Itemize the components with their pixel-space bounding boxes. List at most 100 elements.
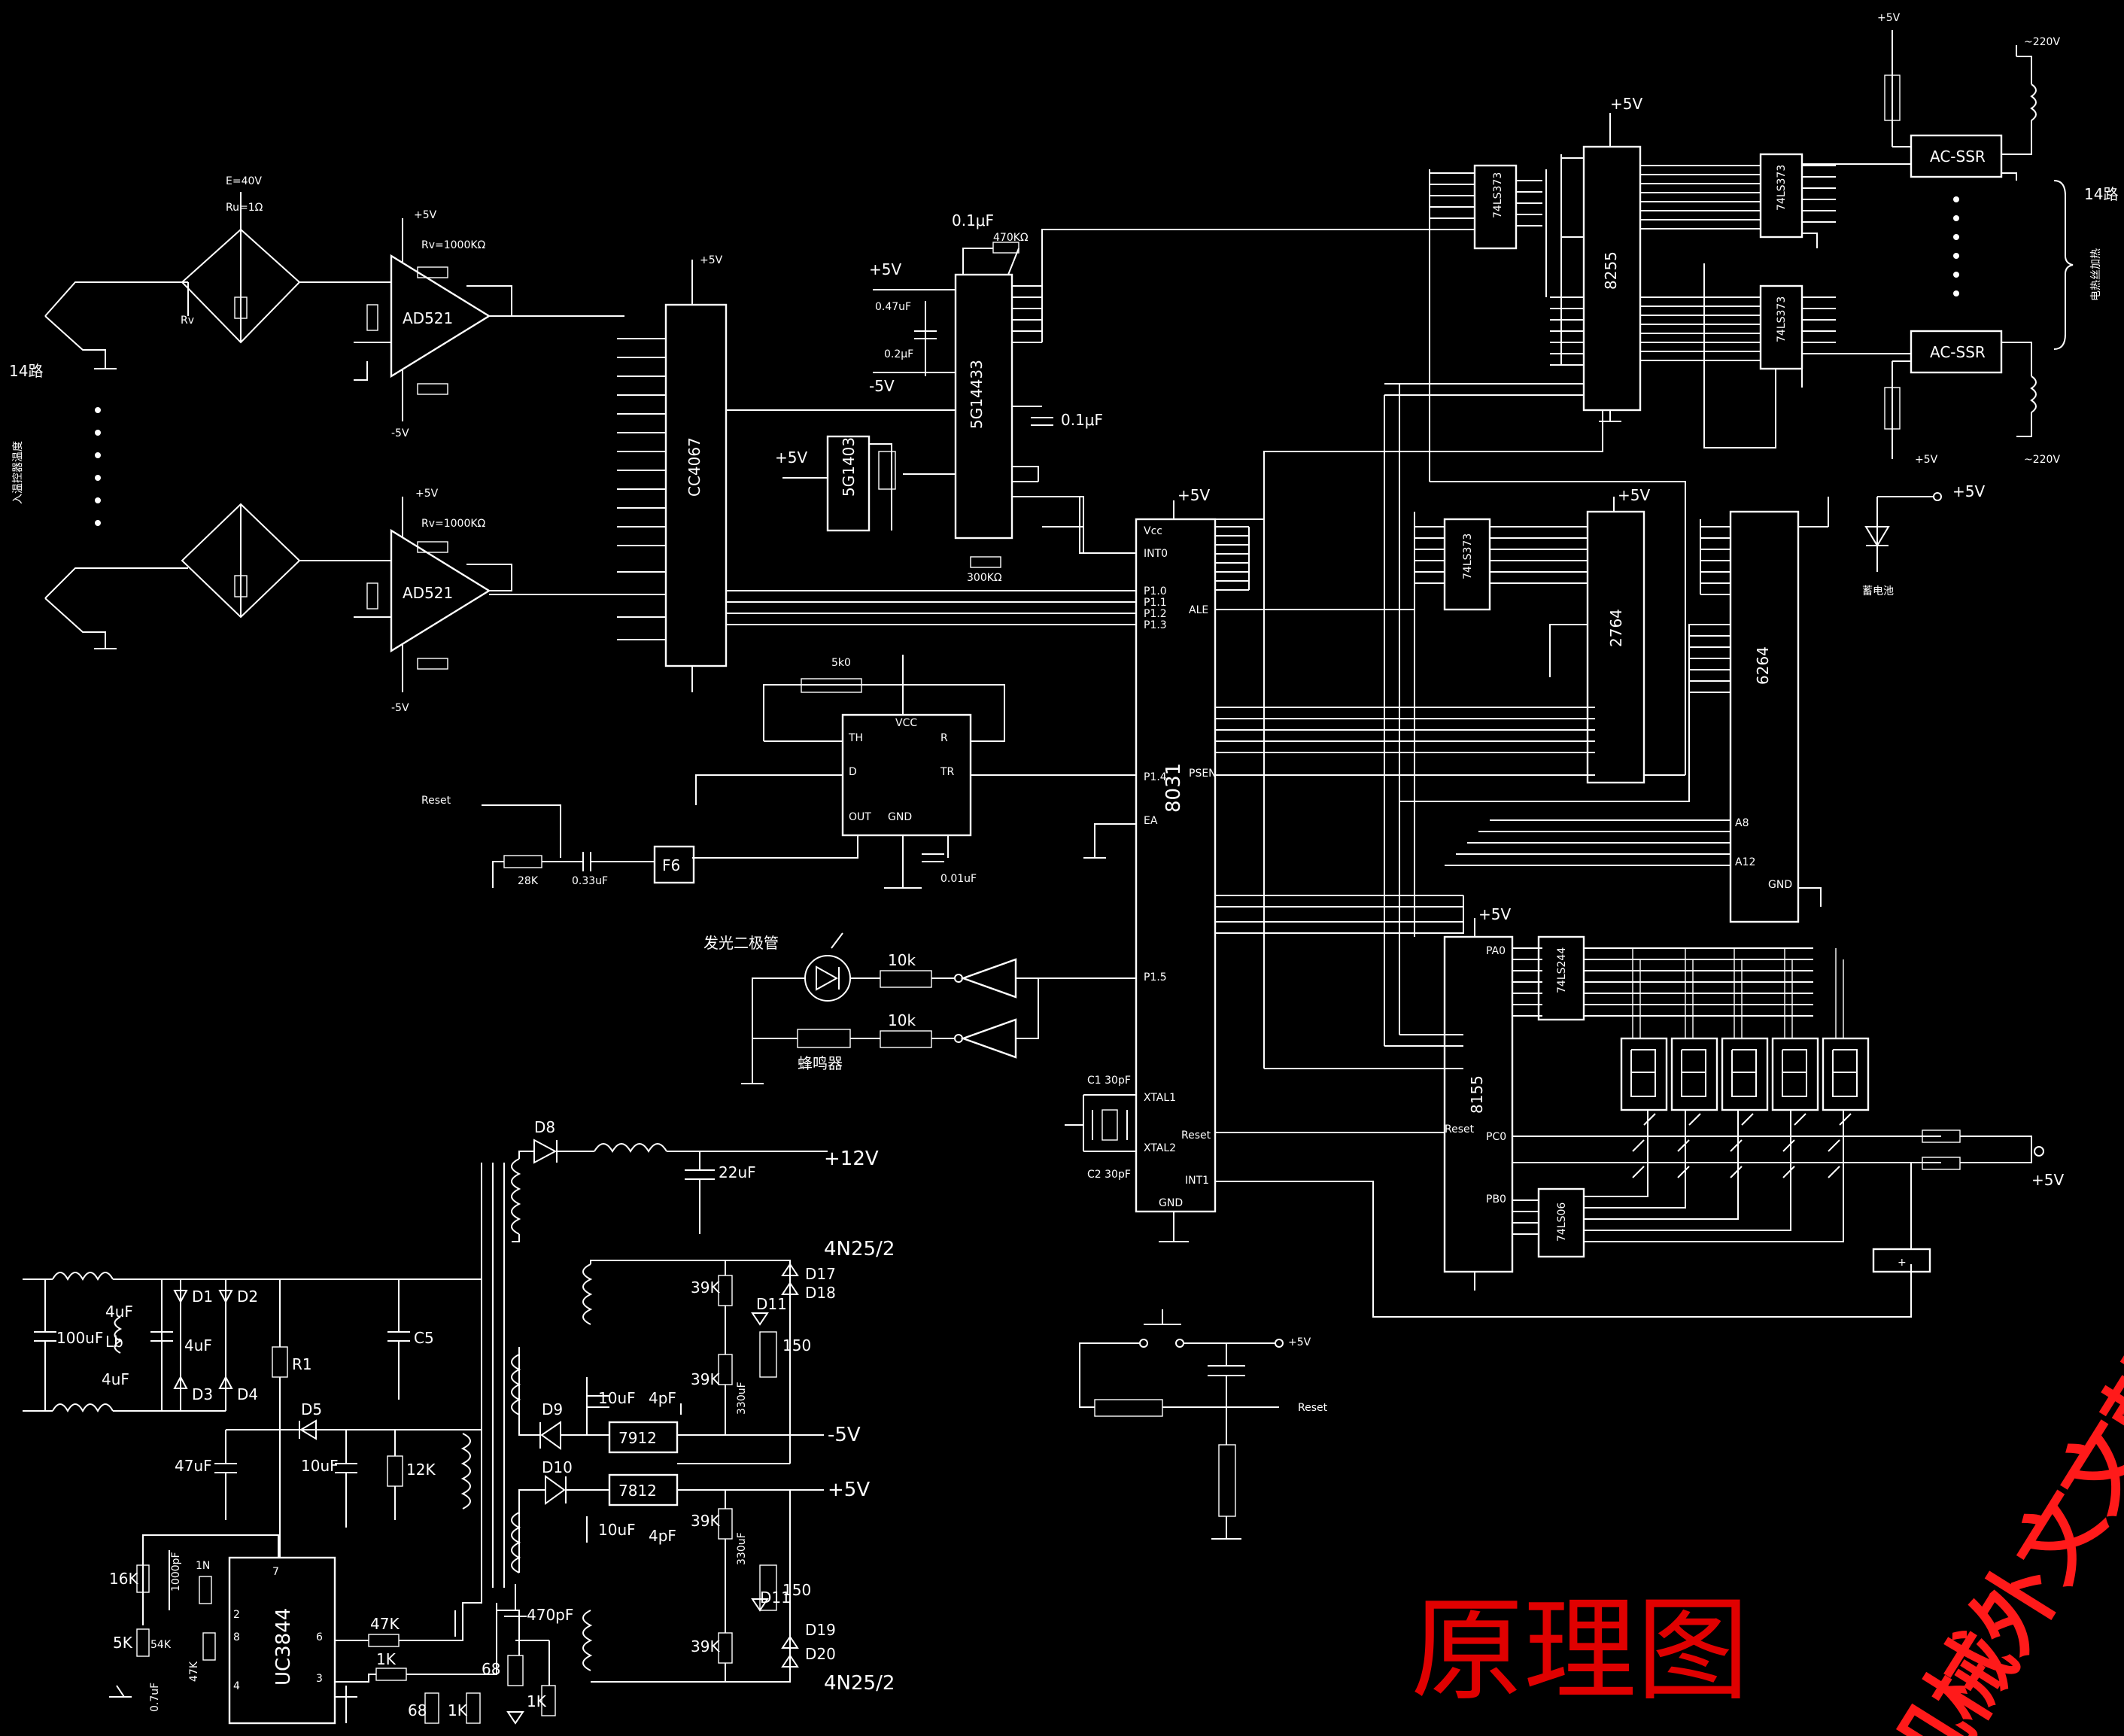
- ad521-amp-1: AD521 +5V Rv=1000KΩ -5V: [354, 209, 624, 439]
- switch-vcc: +5V: [1288, 1336, 1311, 1348]
- sram-gnd-pin: GND: [1768, 879, 1792, 891]
- c4a-label: 4pF: [649, 1389, 676, 1407]
- ppi-vcc: +5V: [1610, 95, 1642, 113]
- plus5-label: +5V: [828, 1479, 870, 1501]
- uc3844-pin-2: 2: [233, 1609, 240, 1621]
- r39d-label: 39K: [691, 1637, 720, 1655]
- mcu-ea: EA: [1144, 815, 1158, 827]
- channel-dots-left: [95, 407, 101, 526]
- ad521a-vee: -5V: [391, 427, 409, 439]
- channel-dots-right: [1953, 196, 1959, 296]
- r47k-label: 47K: [188, 1661, 200, 1682]
- ls373b-label: 74LS373: [1776, 165, 1788, 211]
- ssr1-ac: ~220V: [2024, 36, 2060, 48]
- ssr2-vcc: +5V: [1915, 454, 1938, 466]
- r54k-label: 54K: [150, 1639, 172, 1651]
- ssr2-ac: ~220V: [2024, 454, 2060, 466]
- d11b-label: D11: [760, 1589, 791, 1607]
- r39b-label: 39K: [691, 1370, 720, 1388]
- c02-label: 0.2μF: [884, 348, 913, 360]
- latch-373-c: 74LS373: [1703, 263, 1911, 448]
- cc4067-vcc: +5V: [700, 254, 723, 266]
- ls373c-label: 74LS373: [1776, 296, 1788, 342]
- buffer-74ls244: 74LS244: [1537, 935, 1813, 1021]
- opto-top-label: 4N25/2: [824, 1238, 895, 1260]
- eprom-vcc: +5V: [1618, 486, 1650, 504]
- cc4067-mux: CC4067 +5V: [617, 254, 1136, 692]
- d4-label: D4: [237, 1385, 258, 1403]
- reset-label: Reset: [421, 795, 451, 807]
- c1-label: C1 30pF: [1087, 1075, 1131, 1087]
- rv-label: Rv: [181, 315, 194, 327]
- c2-label: C2 30pF: [1087, 1169, 1131, 1181]
- reset-switch: +5V Reset: [1079, 1309, 1328, 1540]
- uc3844-pin-7: 7: [272, 1566, 279, 1578]
- r10ka-label: 10k: [888, 951, 916, 969]
- timer-d-pin: D: [849, 766, 857, 778]
- mcu-p12: P1.2: [1144, 608, 1167, 620]
- timer-555: VCC TH D OUT GND R TR 5k0 0.01uF: [692, 655, 1136, 889]
- io8155-pb0: PB0: [1486, 1193, 1506, 1205]
- r470-label: 470KΩ: [993, 232, 1029, 244]
- mcu-ale: ALE: [1189, 604, 1208, 616]
- led-label: 发光二极管: [703, 934, 779, 952]
- switch-reset: Reset: [1298, 1402, 1328, 1414]
- uc3844-pin-3: 3: [316, 1673, 323, 1685]
- c5-label: C5: [414, 1329, 434, 1347]
- ad521-a-label: AD521: [403, 309, 453, 327]
- c10b-label: 10uF: [598, 1521, 636, 1539]
- io8155-reset: Reset: [1445, 1123, 1475, 1136]
- r150a-label: 150: [782, 1336, 811, 1354]
- input-filter: 100uF Lb 4uF 4uF 4uF D1 D2 D3 D4 R1 C5: [23, 1272, 482, 1558]
- mcu-reset: Reset: [1181, 1129, 1211, 1142]
- ad521-amp-2: AD521 +5V Rv=1000KΩ -5V: [354, 488, 624, 714]
- mcu-vcc: +5V: [1177, 486, 1210, 504]
- mcu-p13: P1.3: [1144, 619, 1167, 631]
- mcu-gnd: GND: [1159, 1197, 1183, 1209]
- right-brace: [2053, 180, 2074, 350]
- c330a-label: 330uF: [736, 1382, 748, 1415]
- c4uf2-label: 4uF: [184, 1336, 212, 1354]
- bridge-r-label: Ru=1Ω: [226, 202, 263, 214]
- r1n-label: 1N: [196, 1560, 210, 1572]
- ssr-2: AC-SSR +5V ~220V: [1884, 330, 2060, 466]
- uc3844-controller: UC3844 7 2 8 4 6 3 16K 5K 1000pF 1N 54K …: [109, 1534, 497, 1725]
- mcu-p10: P1.0: [1144, 585, 1167, 597]
- crystal: C1 30pF C2 30pF: [1065, 1075, 1136, 1181]
- ad521b-rv: Rv=1000KΩ: [421, 518, 486, 530]
- seven-segment-display: [1620, 948, 1870, 1111]
- ad521-b-label: AD521: [403, 584, 453, 602]
- timer-tr-pin: TR: [940, 766, 955, 778]
- io8155-pa0: PA0: [1486, 945, 1506, 957]
- mcu-psen: PSEN: [1189, 768, 1217, 780]
- cc4067-label: CC4067: [685, 437, 703, 497]
- r16k-label: 16K: [109, 1570, 138, 1588]
- opto-bot-label: 4N25/2: [824, 1672, 895, 1695]
- c4uf1-label: 4uF: [105, 1303, 133, 1321]
- r12k-label: 12K: [406, 1461, 436, 1479]
- latch-373-a: 74LS373: [1429, 164, 1542, 482]
- r5k-label: 5K: [113, 1634, 133, 1652]
- mc14433-label: 5G14433: [968, 360, 986, 429]
- c01uf-label: 0.1μF: [952, 211, 994, 230]
- sram-6264: 6264 GND A8 A12: [1399, 497, 1829, 923]
- c10a-label: 10uF: [598, 1389, 636, 1407]
- r47k2-label: 47K: [370, 1615, 400, 1633]
- driver-74ls06: 74LS06: [1537, 1110, 1844, 1258]
- f6-label: F6: [662, 856, 680, 874]
- io8155-pc0: PC0: [1486, 1131, 1506, 1143]
- battery-label: 蓄电池: [1862, 585, 1894, 597]
- right-side-label: 电热丝加热: [2090, 248, 2102, 301]
- sram-a12: A12: [1735, 856, 1755, 868]
- ad521a-vcc: +5V: [414, 209, 437, 221]
- keypad-plus-symbol: +: [1898, 1257, 1907, 1269]
- buzzer-label: 蜂鸣器: [798, 1054, 843, 1072]
- mc1403-ref: 5G1403 +5V: [775, 435, 956, 532]
- regulators: 7912 7812 D9 D10 -5V +5V 10uF 10uF 4pF 4…: [518, 1347, 870, 1573]
- sram-a8: A8: [1735, 817, 1749, 829]
- d17-label: D17: [805, 1265, 836, 1283]
- c10uf-label: 10uF: [301, 1457, 339, 1475]
- c1000-label: 1000pF: [170, 1552, 182, 1592]
- power-switch-mosfet: 68 68 1K 1K 470pF: [408, 1584, 573, 1725]
